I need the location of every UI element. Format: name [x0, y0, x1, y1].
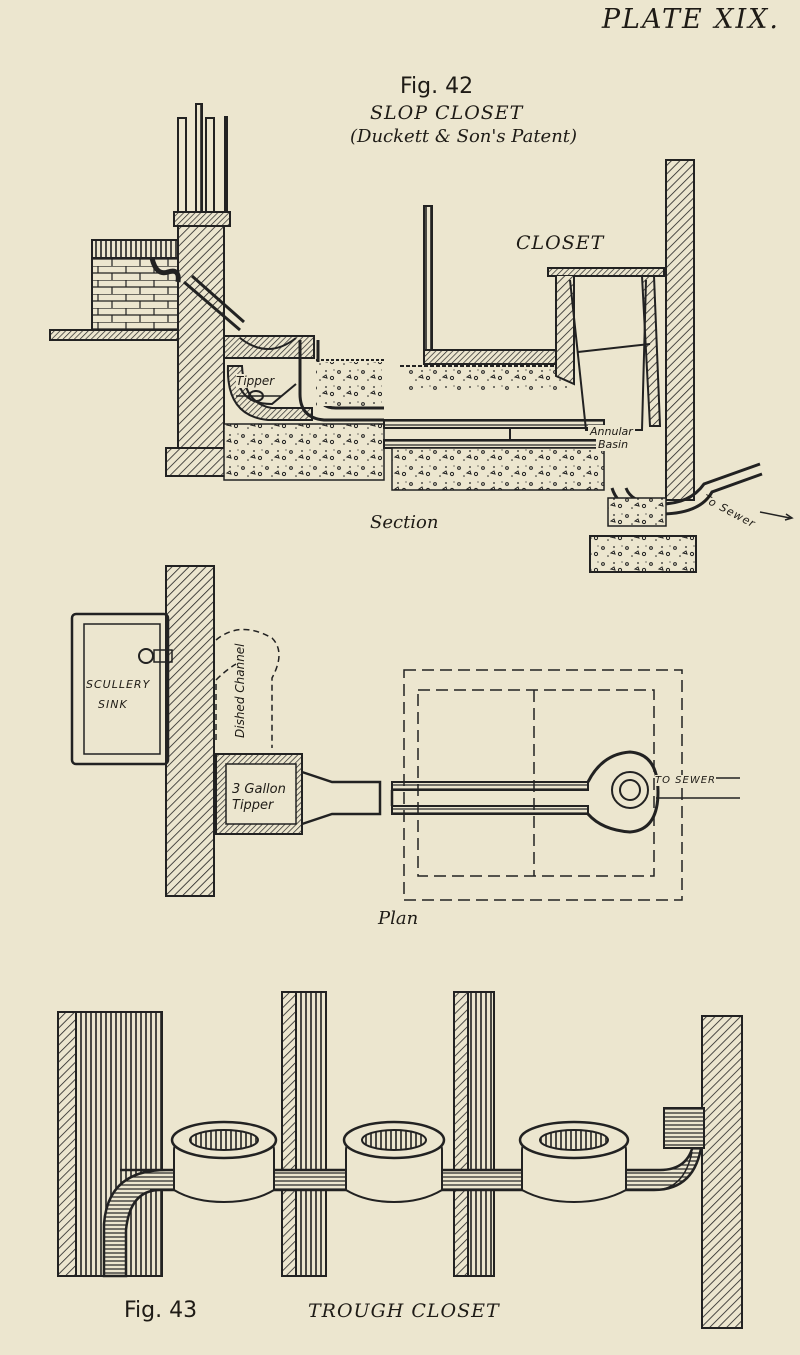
- annular-label: Annular: [588, 425, 635, 438]
- sink-label: SINK: [98, 698, 128, 711]
- figure-42-number: Fig. 42: [400, 74, 474, 99]
- plan-caption: Plan: [378, 908, 419, 929]
- gallon-label: 3 Gallon: [232, 782, 286, 797]
- figure-42-subtitle: (Duckett & Son's Patent): [350, 126, 578, 147]
- section-drawing: [49, 103, 794, 573]
- trough-drawing: [57, 991, 743, 1329]
- plan-sewer-label: TO SEWER: [655, 775, 716, 786]
- figure-43-title: TROUGH CLOSET: [308, 1300, 500, 1322]
- closet-seat: [342, 1120, 446, 1204]
- closet-seat: [518, 1120, 630, 1204]
- closet-seat: [170, 1120, 278, 1204]
- figure-43-number: Fig. 43: [124, 1298, 198, 1323]
- plan-drawing: [70, 565, 740, 901]
- section-tipper-label: Tipper: [236, 374, 275, 388]
- dished-channel-label: Dished Channel: [233, 643, 247, 738]
- plan-tipper-label: Tipper: [232, 798, 274, 813]
- basin-label: Basin: [596, 438, 631, 451]
- plate-title: PLATE XIX.: [601, 4, 780, 35]
- figure-42-title: SLOP CLOSET: [370, 102, 524, 124]
- closet-label: CLOSET: [516, 232, 605, 254]
- scullery-label: SCULLERY: [86, 678, 151, 691]
- section-caption: Section: [370, 512, 439, 533]
